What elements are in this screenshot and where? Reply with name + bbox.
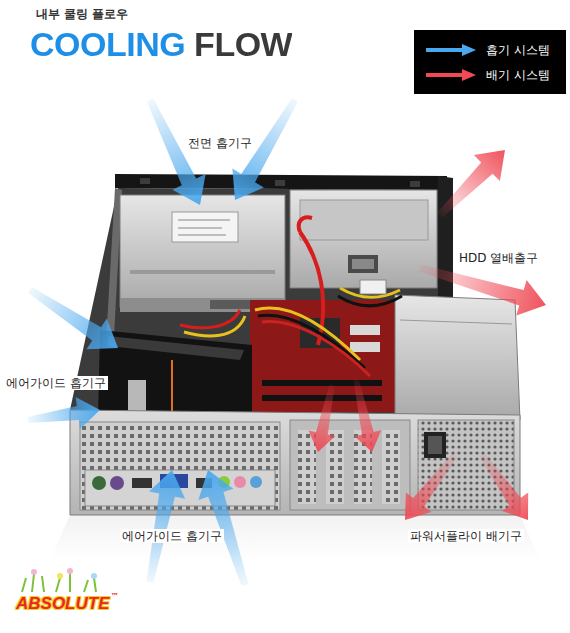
cables-part	[338, 296, 402, 306]
part-label: 에어가이드 흡기구	[120, 529, 224, 543]
legend-text: 흡기 시스템	[486, 42, 550, 59]
cables-part	[184, 316, 245, 336]
optical-drive-part	[178, 235, 226, 236]
back-panel-part	[290, 420, 410, 510]
cpu-air-guide-part	[98, 330, 252, 420]
logo-flowers-part	[31, 569, 37, 575]
exhaust-arrow	[405, 453, 457, 520]
intake-arrow	[147, 470, 186, 583]
optical-drive-part	[210, 300, 250, 309]
optical-drive-part	[130, 270, 275, 274]
power-supply	[395, 295, 520, 420]
logo-flowers-part	[91, 573, 97, 579]
part-label: 전면 흡기구	[186, 136, 254, 150]
case-shell-part	[410, 181, 420, 187]
exhaust-arrow	[438, 150, 506, 218]
hdd-cage-part	[348, 255, 378, 273]
exhaust-arrow	[419, 265, 546, 316]
arrow-swatch	[426, 68, 478, 82]
back-panel-part	[110, 476, 124, 490]
motherboard-part	[262, 380, 382, 386]
subtitle: 내부 쿨링 플로우	[36, 7, 128, 21]
optical-drive-part	[120, 195, 285, 307]
arrow-swatch-shape	[426, 69, 476, 81]
motherboard-part	[350, 342, 380, 352]
legend-row: 배기 시스템	[426, 66, 562, 84]
back-panel-part	[250, 476, 262, 488]
cables	[180, 217, 402, 376]
logo-flowers-part	[57, 573, 63, 579]
exhaust-arrow	[480, 453, 529, 520]
hdd-cage-part	[352, 259, 374, 269]
cables-part	[180, 310, 240, 328]
optical-drive	[120, 195, 285, 312]
optical-drive-part	[178, 220, 230, 221]
back-panel-part	[132, 478, 152, 488]
motherboard-part	[350, 325, 380, 335]
legend-text: 배기 시스템	[486, 67, 550, 84]
cables-part	[262, 322, 370, 376]
trademark-mark: ™	[111, 592, 119, 602]
power-supply-part	[400, 320, 512, 324]
hdd-cage	[290, 190, 437, 288]
cpu-air-guide-part	[108, 336, 244, 360]
hdd-cage-part	[300, 200, 428, 240]
arrow-swatch	[426, 43, 478, 57]
back-panel-part	[234, 476, 246, 488]
case-reflection-part	[50, 515, 540, 560]
part-label: HDD 열배출구	[457, 251, 540, 265]
case-shell-part	[275, 180, 285, 186]
intake-arrow	[28, 287, 118, 349]
exhaust-arrow	[308, 385, 335, 453]
cables-part	[360, 280, 386, 294]
power-supply-part	[395, 295, 520, 420]
legend-box: 흡기 시스템배기 시스템	[414, 30, 566, 94]
back-panel-part	[92, 476, 106, 490]
case-shell-part	[140, 178, 150, 184]
intake-arrow	[147, 99, 206, 206]
title: COOLING FLOW	[30, 24, 292, 65]
cpu-air-guide-part	[128, 380, 146, 414]
intake-arrow	[28, 397, 100, 429]
logo-flowers	[22, 568, 97, 592]
case-reflection	[50, 515, 540, 560]
logo-flowers-part	[22, 574, 96, 592]
case-shell-part	[115, 174, 447, 190]
exhaust-arrow	[353, 379, 381, 452]
back-panel-part	[424, 432, 446, 458]
back-panel-part	[428, 436, 442, 454]
back-panel-part	[418, 420, 514, 510]
back-panel-part	[382, 430, 400, 504]
cables-part	[299, 217, 312, 232]
logo-flowers-part	[67, 568, 73, 574]
brand-logo: ABSOLUTE	[16, 594, 110, 614]
part-label: 에어가이드 흡기구	[4, 376, 108, 390]
optical-drive-part	[178, 228, 222, 229]
legend-row: 흡기 시스템	[426, 41, 562, 59]
hdd-cage-part	[290, 190, 437, 288]
optical-drive-part	[172, 212, 238, 242]
arrow-swatch-shape	[426, 44, 476, 56]
part-label: 파워서플라이 배기구	[408, 529, 524, 543]
